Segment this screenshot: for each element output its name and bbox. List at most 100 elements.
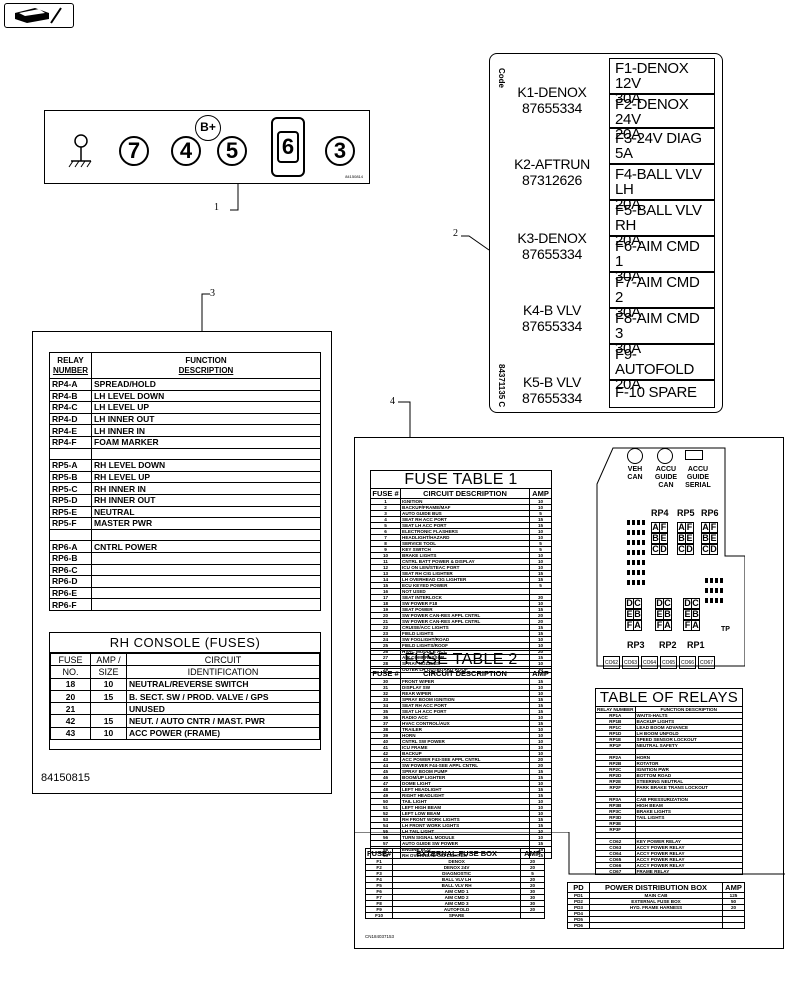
decal3-partno: 84150815 — [41, 772, 90, 784]
leader-line-1 — [230, 184, 239, 211]
fuse-f4-name: F4-BALL VLV LH — [615, 166, 702, 198]
fuse-f3-amp: 5A — [615, 145, 633, 162]
ext-fuse-cell — [520, 912, 545, 919]
arrow-icon — [15, 7, 62, 24]
relay-function-cell: RP6-C — [49, 563, 92, 577]
relay-function-cell: RP5-D — [49, 493, 92, 507]
rp3-pin-c: C — [633, 598, 642, 609]
relay-function-cell — [91, 586, 321, 600]
relay-function-row — [49, 528, 321, 542]
ext-fuse-cell: F10 — [364, 912, 394, 919]
rp6-pin-f: F — [709, 522, 718, 533]
relay-function-cell: RP4-D — [49, 412, 92, 426]
rh-console-cell: 20 — [50, 689, 91, 704]
rp4-pin-e: E — [659, 533, 668, 544]
relay-function-cell: RP4-C — [49, 401, 92, 414]
relay-function-cell: RP5-E — [49, 505, 92, 519]
relay-function-cell — [49, 528, 92, 542]
hdr-function: FUNCTION — [185, 355, 227, 365]
relay-function-cell: RP5-B — [49, 470, 92, 484]
decal1-partno: 84150814 — [345, 174, 363, 179]
rh-console-cell: 18 — [50, 677, 91, 691]
relay-k5-pn: 87655334 — [522, 390, 582, 406]
rh-console-cell: 15 — [90, 689, 127, 704]
rh-console-cell: 21 — [50, 702, 91, 716]
relay-k3-name: K3-DENOX — [517, 230, 587, 246]
relay-function-cell: RP4-A — [49, 378, 92, 391]
rp5-pin-d: D — [685, 544, 694, 555]
hdr-identification: IDENTIFICATION — [126, 665, 320, 679]
veh-can-port — [627, 448, 643, 464]
hdr-description: DESCRIPTION — [178, 365, 234, 375]
relay-table-row: RP3F — [595, 825, 744, 833]
relays-table-title: TABLE OF RELAYS — [595, 688, 743, 706]
rh-console-cell: B. SECT. SW / PROD. VALVE / GPS — [126, 689, 320, 704]
relay-function-cell: RH LEVEL DOWN — [91, 459, 321, 472]
relay-function-cell: RP5-C — [49, 482, 92, 495]
relay-function-cell — [91, 528, 321, 542]
veh-label: VEH — [627, 466, 643, 473]
rp1-pin-a: A — [691, 620, 700, 631]
relay-function-cell: RH INNER IN — [91, 482, 321, 495]
serial-label: SERIAL — [685, 482, 711, 489]
pdb-hdr-amp: AMP — [722, 882, 745, 893]
fuse-table-2-title: FUSE TABLE 2 — [370, 650, 552, 668]
connector-co64: CO64 — [641, 656, 658, 669]
relay-function-cell: LH INNER OUT — [91, 412, 321, 426]
connector-co63: CO63 — [622, 656, 639, 669]
relay-function-cell — [91, 575, 321, 588]
pdb-hdr-desc: POWER DISTRIBUTION BOX — [589, 882, 723, 893]
relay-k2-pn: 87312626 — [522, 172, 582, 188]
hdr-size: SIZE — [90, 665, 127, 679]
relay-function-cell: RP6-E — [49, 586, 92, 600]
relay-table-cell — [634, 825, 744, 833]
rp2-pin-b: B — [663, 609, 672, 620]
callout-2: 2 — [453, 228, 458, 239]
pdb-row: PD6 — [567, 922, 745, 929]
relay-function-cell — [91, 551, 321, 565]
rh-console-cell: NEUT. / AUTO CNTR / MAST. PWR — [126, 714, 320, 728]
connector-co66: CO66 — [679, 656, 696, 669]
ft2-hdr-desc: CIRCUIT DESCRIPTION — [400, 668, 530, 679]
rh-console-cell — [90, 702, 127, 716]
pdb-cell — [589, 922, 723, 929]
relay-function-cell: LH LEVEL UP — [91, 401, 321, 414]
fuse-f1-name: F1-DENOX 12V — [615, 60, 689, 92]
ext-hdr-amp: AMP — [520, 848, 545, 859]
relay-k4-pn: 87655334 — [522, 318, 582, 334]
hdr-relay: RELAY — [57, 355, 84, 365]
rp1-pin-b: B — [691, 609, 700, 620]
rp1-pin-c: C — [691, 598, 700, 609]
ext-hdr-desc: EXTERNAL FUSE BOX — [392, 848, 521, 859]
relay-function-cell: RP4-B — [49, 389, 92, 403]
fuse-f3-name: F3-24V DIAG — [615, 130, 702, 147]
guide-label-2: GUIDE — [686, 474, 710, 481]
connector-co65: CO65 — [660, 656, 677, 669]
hdr-number: NUMBER — [52, 365, 89, 375]
relay-k2-name: K2-AFTRUN — [514, 156, 590, 172]
ext-hdr-fuse: FUSE# — [364, 848, 394, 859]
pdb-hdr-pd: PD — [567, 882, 590, 893]
relay-function-cell: RP4-E — [49, 424, 92, 437]
nav-back-button[interactable] — [4, 3, 74, 28]
